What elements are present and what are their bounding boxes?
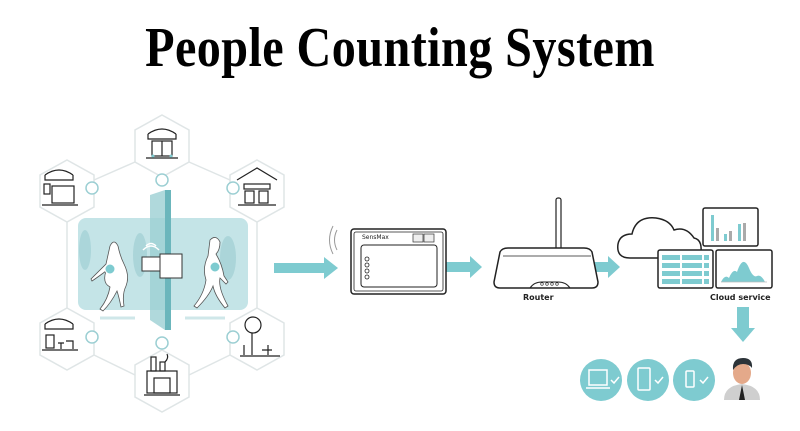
building-icon	[236, 167, 278, 206]
arrow-right-icon	[583, 256, 620, 278]
sensmax-device	[329, 225, 447, 295]
cloud-service-label: Cloud service	[710, 293, 771, 302]
page-title: People Counting System	[145, 17, 655, 79]
hex-network	[39, 114, 285, 413]
check-icon	[226, 181, 240, 195]
shop-cart-icon	[42, 169, 78, 206]
check-icon	[85, 330, 99, 344]
check-icon	[85, 181, 99, 195]
tablet-icon	[627, 359, 669, 401]
phone-icon	[673, 359, 715, 401]
router-label: Router	[523, 293, 554, 302]
entrance-scene	[78, 190, 248, 330]
cloud-service-icon	[617, 207, 773, 289]
mall-icon	[146, 128, 178, 159]
user-avatar-icon	[724, 358, 760, 400]
router-icon	[493, 197, 599, 289]
check-icon	[155, 173, 169, 187]
check-icon	[155, 336, 169, 350]
cafe-icon	[42, 318, 78, 351]
arrow-down-icon	[731, 307, 755, 342]
park-icon	[240, 316, 280, 357]
check-icon	[226, 330, 240, 344]
sensmax-label: SensMax	[362, 234, 389, 241]
arrow-right-icon	[274, 257, 338, 279]
laptop-icon	[580, 359, 622, 401]
factory-icon	[144, 353, 180, 396]
arrow-right-icon	[445, 256, 482, 278]
